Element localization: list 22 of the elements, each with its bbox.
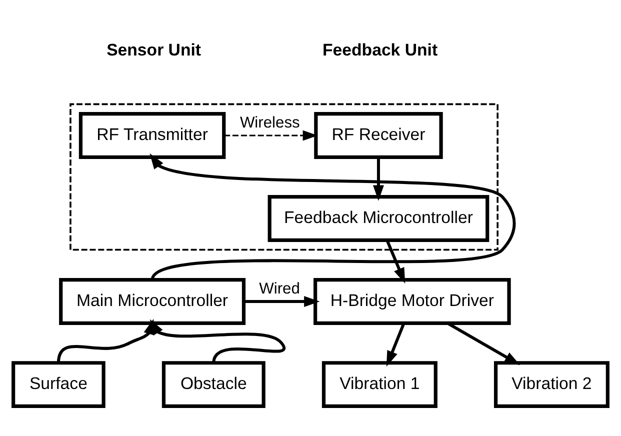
- edge-label: Wired: [259, 280, 300, 298]
- node-box: Vibration 1: [322, 360, 438, 408]
- arrow: [386, 239, 406, 284]
- node-box: Obstacle: [162, 360, 266, 408]
- node-box: RF Transmitter: [78, 112, 226, 158]
- arrow: [224, 130, 318, 140]
- node-box: Surface: [12, 360, 106, 408]
- node-box: H-Bridge Motor Driver: [314, 278, 511, 324]
- node-box: Vibration 2: [494, 360, 610, 408]
- node-box: Feedback Microcontroller: [268, 194, 490, 242]
- label: Feedback Unit: [322, 40, 438, 60]
- arrow: [446, 321, 520, 365]
- node-box: Main Microcontroller: [59, 278, 246, 324]
- arrow: [244, 296, 320, 306]
- edge-label: Wireless: [240, 114, 300, 132]
- arrow: [150, 318, 286, 363]
- node-box: RF Receiver: [314, 112, 443, 158]
- arrow: [372, 156, 384, 200]
- arrow: [386, 322, 406, 366]
- label: Sensor Unit: [106, 40, 202, 60]
- cluster: [70, 102, 498, 250]
- arrow: [150, 152, 516, 280]
